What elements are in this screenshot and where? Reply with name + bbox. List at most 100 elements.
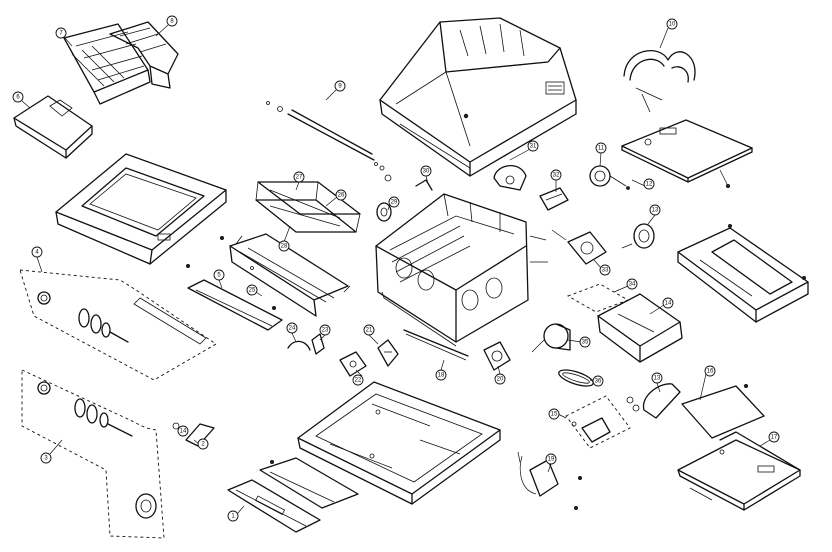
callout-circle (177, 425, 189, 437)
part-22 (339, 351, 367, 377)
callout-5: 5 (213, 269, 225, 281)
callout-circle (335, 189, 347, 201)
gear-13 (621, 223, 655, 249)
callout-circle (599, 264, 611, 276)
callout-circle (592, 375, 604, 387)
rod-18 (403, 329, 469, 361)
callout-circle (527, 140, 539, 152)
callout-13: 13 (649, 204, 661, 216)
callout-19: 19 (545, 453, 557, 465)
callout-20: 20 (494, 373, 506, 385)
solenoid-31 (493, 147, 533, 191)
callout-23: 23 (319, 324, 331, 336)
callout-number: 20 (497, 377, 504, 383)
part-19 (517, 451, 583, 510)
callout-number: 13 (652, 208, 659, 214)
callout-circle (550, 169, 562, 181)
callout-circle (643, 178, 655, 190)
callout-circle (213, 269, 225, 281)
callout-circle (651, 372, 663, 384)
callout-number: 22 (355, 378, 362, 384)
callout-number: 18 (438, 373, 445, 379)
callout-number: 3 (44, 456, 48, 462)
callout-circle (545, 453, 557, 465)
part-23 (311, 333, 325, 355)
callout-29: 29 (388, 196, 400, 208)
callout-18: 18 (435, 369, 447, 381)
callout-14: 14 (177, 425, 189, 437)
part-24 (287, 340, 311, 351)
callout-number: 23 (322, 328, 329, 334)
callout-number: 1 (231, 514, 235, 520)
guide-27-26 (255, 181, 361, 233)
callout-circle (246, 284, 258, 296)
callout-circle (293, 171, 305, 183)
callout-30: 30 (420, 165, 432, 177)
callout-circle (197, 438, 209, 450)
callout-circle (319, 324, 331, 336)
callout-number: 5 (217, 273, 221, 279)
platen-assembly-28 (219, 233, 351, 317)
callout-number: 32 (553, 173, 560, 179)
part-30 (415, 179, 433, 191)
callout-number: 15 (551, 412, 558, 418)
callout-number: 31 (530, 144, 537, 150)
callout-circle (31, 246, 43, 258)
shaft-9 (266, 101, 385, 171)
callout-21: 21 (363, 324, 375, 336)
motor-35 (531, 323, 571, 353)
belt-36 (558, 369, 594, 387)
callout-circle (55, 27, 67, 39)
callout-35: 35 (579, 336, 591, 348)
callout-1: 1 (227, 510, 239, 522)
callout-circle (286, 322, 298, 334)
callout-27: 27 (293, 171, 305, 183)
callout-circle (227, 510, 239, 522)
callout-number: 12 (646, 182, 653, 188)
plate-16 (681, 383, 765, 439)
callout-number: 2 (201, 442, 205, 448)
callout-17: 17 (768, 431, 780, 443)
leader-lines (21, 24, 771, 515)
roller-assembly-4 (19, 269, 217, 381)
callout-25: 25 (246, 284, 258, 296)
callout-number: 28 (281, 244, 288, 250)
callout-9: 9 (334, 80, 346, 92)
cover-14 (566, 283, 683, 363)
callout-number: 25 (249, 288, 256, 294)
callout-13: 13 (651, 372, 663, 384)
callout-circle (595, 142, 607, 154)
callout-26: 26 (335, 189, 347, 201)
callout-number: 19 (548, 457, 555, 463)
callout-number: 17 (771, 435, 778, 441)
callout-15: 15 (548, 408, 560, 420)
paper-tray-8 (109, 21, 179, 89)
circuit-board-12 (621, 119, 753, 188)
callout-circle (420, 165, 432, 177)
callout-22: 22 (352, 374, 364, 386)
callout-number: 14 (180, 429, 187, 435)
callout-number: 11 (598, 146, 605, 152)
callout-4: 4 (31, 246, 43, 258)
belt-13 (626, 383, 681, 419)
callout-number: 24 (289, 326, 296, 332)
callout-2: 2 (197, 438, 209, 450)
callout-circle (649, 204, 661, 216)
callout-14: 14 (662, 297, 674, 309)
motor-11 (589, 165, 630, 190)
callout-number: 9 (338, 84, 342, 90)
callout-circle (494, 373, 506, 385)
callout-circle (334, 80, 346, 92)
callout-7: 7 (55, 27, 67, 39)
callout-number: 27 (296, 175, 303, 181)
top-cover (55, 153, 227, 265)
callout-circle (388, 196, 400, 208)
callout-number: 29 (391, 200, 398, 206)
part-2 (185, 423, 215, 447)
tray-6 (13, 95, 93, 159)
cable-10 (623, 50, 696, 113)
callout-number: 16 (707, 369, 714, 375)
bar-5 (185, 263, 283, 331)
callout-number: 14 (665, 301, 672, 307)
